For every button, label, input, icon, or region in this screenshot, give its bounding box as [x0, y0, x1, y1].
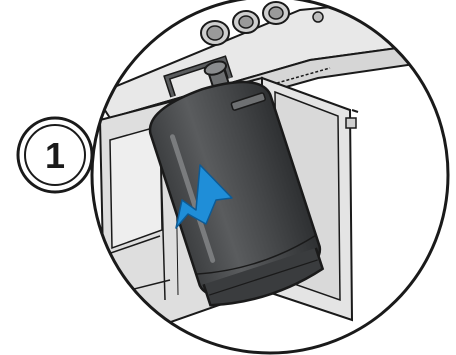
control-knob-icon [233, 11, 259, 33]
control-knob-icon [263, 2, 289, 24]
step-badge: 1 [18, 118, 92, 192]
step-number: 1 [45, 135, 65, 176]
control-knob-icon [201, 21, 229, 45]
